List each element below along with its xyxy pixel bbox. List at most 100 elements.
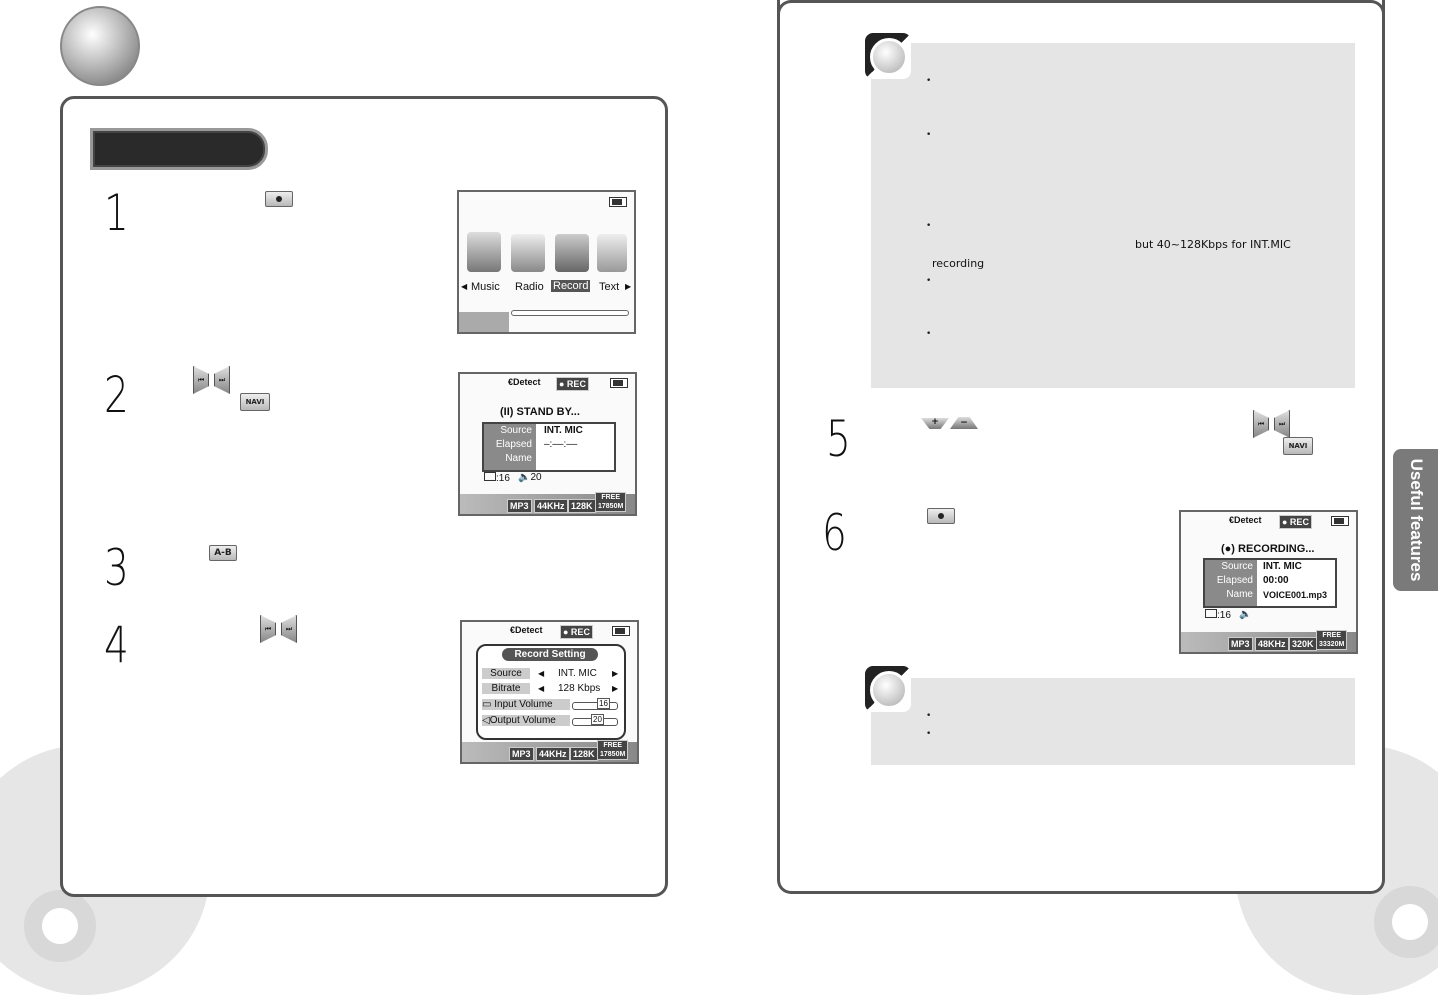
note-bullet-3: • — [926, 221, 932, 231]
side-tab-label: Useful features — [1406, 458, 1426, 582]
decorative-circle-left-hole — [24, 890, 96, 962]
detect-label: €Detect — [1229, 515, 1262, 525]
record-button[interactable] — [265, 191, 293, 207]
menu-item-music[interactable]: Music — [471, 281, 500, 293]
input-volume-label: ▭ Input Volume — [482, 699, 570, 710]
status-line: (II) STAND BY... — [500, 406, 580, 418]
value-name: VOICE001.mp3 — [1263, 590, 1328, 600]
detect-label: €Detect — [508, 377, 541, 387]
section-side-tab[interactable]: Useful features — [1393, 449, 1438, 591]
battery-icon — [609, 197, 627, 207]
info-values: INT. MIC 00:00 VOICE001.mp3 — [1259, 560, 1335, 602]
setting-value-bitrate[interactable]: 128 Kbps — [558, 683, 601, 694]
record-setting-screen: €Detect ● REC Record Setting Source ◀ IN… — [460, 620, 639, 764]
battery-icon — [610, 378, 628, 388]
note-icon — [865, 33, 911, 79]
value-elapsed: –:––:–– — [544, 439, 578, 450]
bottom-wave-decoration — [459, 312, 509, 332]
label-name: Name — [1226, 589, 1253, 600]
info-labels: Source Elapsed Name — [1205, 560, 1257, 606]
value-source: INT. MIC — [1263, 561, 1302, 572]
input-volume-slider[interactable]: 16 — [572, 698, 618, 710]
detect-label: €Detect — [510, 625, 543, 635]
speaker-icon: ◁ — [482, 715, 490, 726]
record-status-icon: (●) — [1221, 543, 1235, 555]
label-elapsed: Elapsed — [495, 439, 532, 450]
note-icon — [865, 666, 911, 712]
navi-button[interactable]: NAVI — [240, 393, 270, 411]
step-number-1: 1 — [104, 184, 129, 242]
volume-up-button[interactable]: − — [950, 417, 978, 429]
rec-tag: ● REC — [556, 377, 589, 391]
rec-tag: ● REC — [1279, 515, 1312, 529]
note-bitrate-text: but 40~128Kbps for INT.MIC — [1135, 238, 1291, 251]
arrow-right-icon[interactable]: ▶ — [612, 669, 619, 678]
menu-item-record[interactable]: Record — [551, 280, 591, 292]
label-elapsed: Elapsed — [1216, 575, 1253, 586]
menu-arrow-right-icon: ▶ — [625, 282, 632, 291]
record-button[interactable] — [927, 508, 955, 524]
format-bitrate: 320K — [1289, 637, 1317, 651]
status-line: (●) RECORDING... — [1221, 543, 1314, 555]
rec-tag: ● REC — [560, 625, 593, 639]
value-name — [540, 452, 614, 466]
ab-button[interactable]: A-B — [209, 545, 237, 561]
step-number-4: 4 — [104, 616, 129, 674]
step-number-2: 2 — [104, 366, 129, 424]
volume-readout: 🔈20 — [518, 472, 542, 483]
note-bitrate-text-2: recording — [932, 257, 985, 270]
info-box: Source Elapsed Name INT. MIC –:––:–– — [482, 422, 616, 472]
step-number-3: 3 — [104, 539, 129, 597]
format-samplerate: 44KHz — [536, 747, 570, 761]
header-logo — [60, 6, 140, 86]
menu-arrow-left-icon: ◀ — [461, 282, 468, 291]
menu-item-radio[interactable]: Radio — [515, 281, 544, 293]
input-level-readout: :16 — [1205, 609, 1231, 621]
format-codec: MP3 — [509, 747, 534, 761]
mic-icon — [484, 472, 496, 481]
format-codec: MP3 — [507, 499, 532, 513]
battery-icon — [1331, 516, 1349, 526]
setting-label-bitrate: Bitrate — [482, 683, 530, 694]
arrow-left-icon[interactable]: ◀ — [538, 684, 545, 693]
format-samplerate: 48KHz — [1255, 637, 1289, 651]
battery-icon — [612, 626, 630, 636]
mic-icon: ▭ — [482, 699, 492, 710]
note-bullet-2: • — [926, 130, 932, 140]
arrow-left-icon[interactable]: ◀ — [538, 669, 545, 678]
note-bullet-4: • — [926, 276, 932, 286]
status-text: STAND BY... — [516, 406, 580, 418]
navi-button[interactable]: NAVI — [1283, 437, 1313, 455]
setting-title: Record Setting — [502, 648, 598, 661]
decorative-circle-right-hole — [1374, 886, 1438, 958]
standby-screen: €Detect ● REC (II) STAND BY... Source El… — [458, 372, 637, 516]
step-number-6: 6 — [822, 504, 847, 562]
format-codec: MP3 — [1228, 637, 1253, 651]
detect-icon: € — [508, 377, 514, 387]
info-labels: Source Elapsed Name — [484, 424, 536, 470]
output-volume-value: 20 — [591, 714, 604, 725]
menu-item-text[interactable]: Text — [599, 281, 620, 293]
text-icon — [597, 234, 627, 272]
record-icon — [555, 234, 589, 272]
recording-screen: €Detect ● REC (●) RECORDING... Source El… — [1179, 510, 1358, 654]
note-bullet-bottom-2: • — [926, 729, 932, 739]
speaker-icon: 🔈 — [1239, 609, 1252, 620]
info-box: Source Elapsed Name INT. MIC 00:00 VOICE… — [1203, 558, 1337, 608]
setting-value-source[interactable]: INT. MIC — [558, 668, 597, 679]
output-volume-slider[interactable]: 20 — [572, 714, 618, 726]
label-source: Source — [1221, 561, 1253, 572]
arrow-right-icon[interactable]: ▶ — [612, 684, 619, 693]
note-box-bottom — [871, 678, 1355, 765]
section-title-bar — [90, 128, 268, 170]
label-name: Name — [505, 453, 532, 464]
format-bitrate: 128K — [568, 499, 596, 513]
main-menu-screen: ◀ Music Radio Record Text ▶ — [457, 190, 636, 334]
info-values: INT. MIC –:––:–– — [540, 424, 614, 466]
volume-down-button[interactable]: + — [921, 418, 949, 429]
music-icon — [467, 232, 501, 272]
output-volume-label: ◁Output Volume — [482, 715, 570, 726]
